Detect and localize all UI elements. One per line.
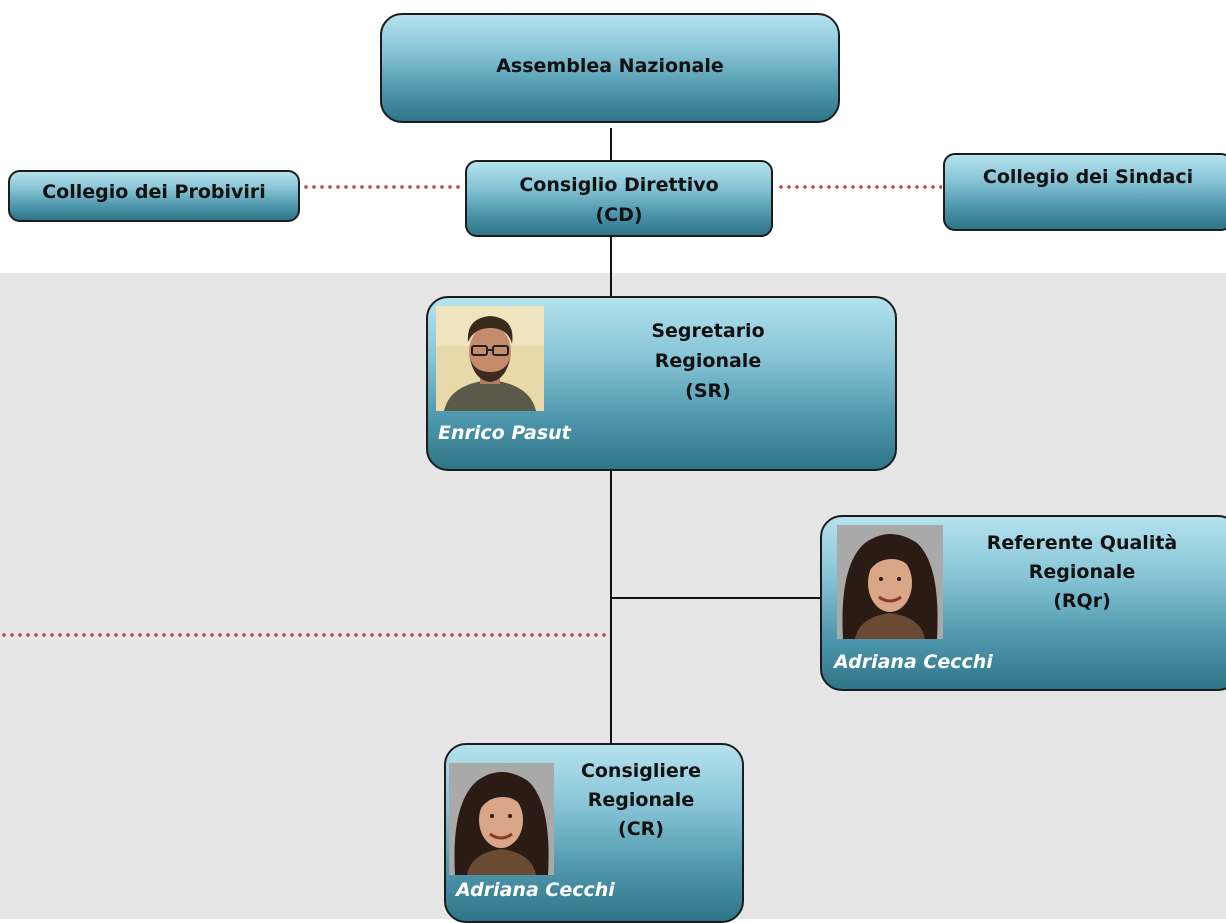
- dotted-link-sindaci: [777, 185, 942, 189]
- node-title: Consiglio Direttivo (CD): [519, 174, 719, 226]
- node-title: Collegio dei Sindaci: [982, 166, 1194, 188]
- dotted-link-external: [0, 633, 608, 637]
- node-title: Collegio dei Probiviri: [42, 181, 266, 203]
- node-title: Assemblea Nazionale: [496, 55, 724, 77]
- node-assemblea-nazionale: Assemblea Nazionale: [380, 13, 840, 123]
- portrait-woman-photo-icon: [837, 525, 943, 639]
- node-consigliere-regionale: Consigliere Regionale (CR) Adriana Cecch…: [444, 743, 744, 923]
- node-title: Consigliere Regionale (CR): [580, 760, 702, 840]
- node-person-name: Enrico Pasut: [438, 422, 571, 444]
- node-referente-qualita-regionale: Referente Qualità Regionale (RQr) Adrian…: [820, 515, 1226, 691]
- node-title: Referente Qualità Regionale (RQr): [986, 532, 1178, 612]
- node-consiglio-direttivo: Consiglio Direttivo (CD): [465, 160, 773, 237]
- portrait-man-photo-icon: [436, 306, 544, 411]
- node-person-name: Adriana Cecchi: [834, 651, 993, 673]
- node-segretario-regionale: Segretario Regionale (SR) Enrico Pasut: [426, 296, 897, 471]
- node-title: Segretario Regionale (SR): [651, 320, 765, 402]
- connector-direttivo-segretario: [610, 236, 612, 296]
- dotted-link-probiviri: [302, 185, 462, 189]
- connector-assemblea-direttivo: [610, 128, 612, 162]
- connector-to-referente-qualita: [611, 597, 822, 599]
- node-collegio-sindaci: Collegio dei Sindaci: [943, 153, 1226, 231]
- connector-segretario-consigliere: [610, 470, 612, 744]
- node-collegio-probiviri: Collegio dei Probiviri: [8, 170, 300, 222]
- node-person-name: Adriana Cecchi: [456, 879, 615, 901]
- portrait-woman-photo-icon: [449, 763, 554, 875]
